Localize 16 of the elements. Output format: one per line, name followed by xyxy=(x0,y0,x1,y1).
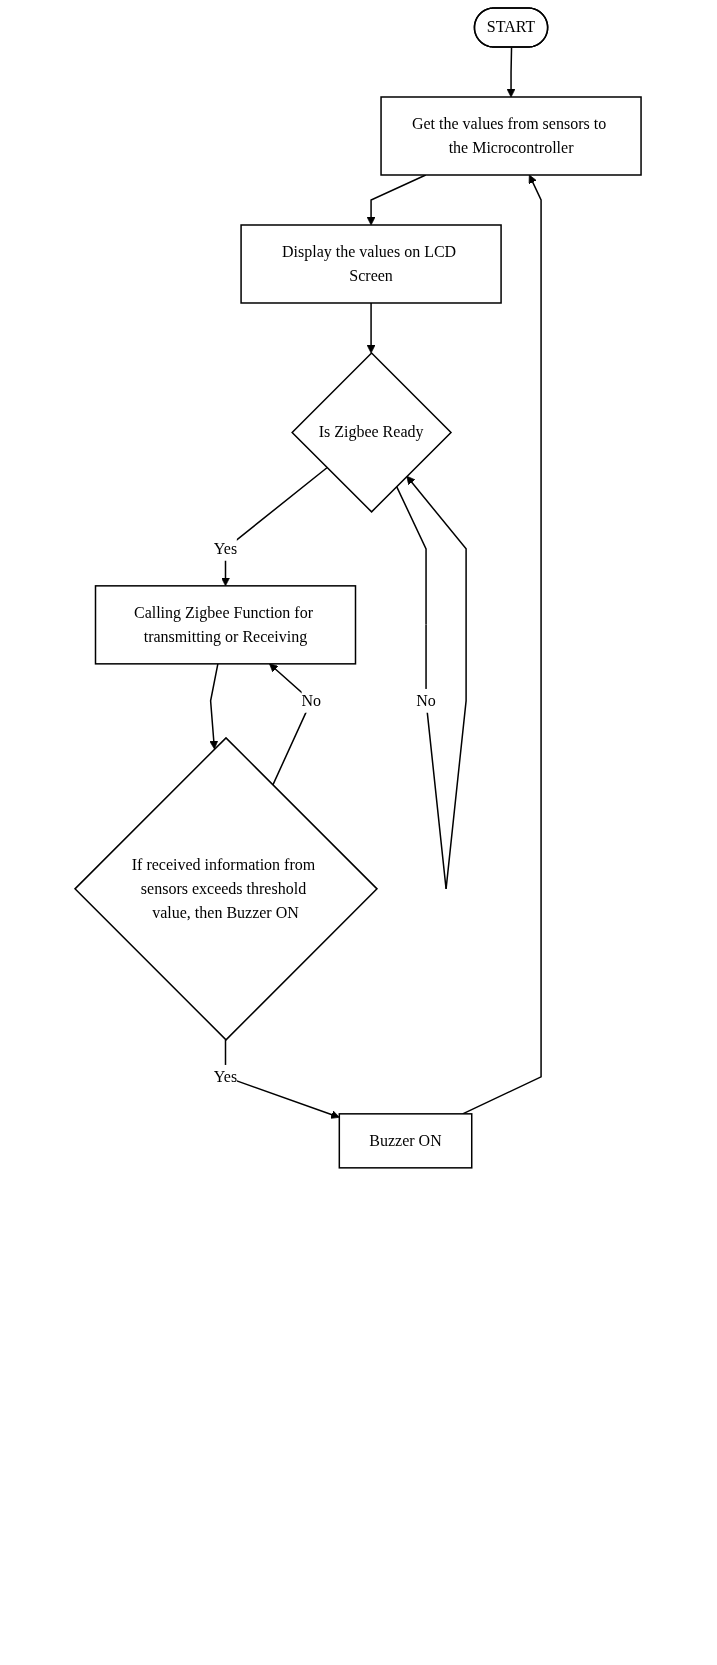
arrow xyxy=(221,466,329,587)
edge-label: Yes xyxy=(214,539,238,557)
edge-label: Yes xyxy=(214,1067,238,1085)
arrow xyxy=(367,302,376,354)
arrow xyxy=(209,663,220,750)
node-diamond: Is Zigbee Ready xyxy=(291,351,453,513)
arrow xyxy=(462,174,543,1115)
edge-label: No xyxy=(301,691,322,709)
node-box: Buzzer ON xyxy=(339,1113,473,1169)
node-box: Display the values on LCD Screen xyxy=(240,224,503,304)
arrow xyxy=(396,475,468,890)
node-diamond: If received information from sensors exceeds threshold value, then Buzzer ON xyxy=(74,736,379,1041)
node-box: Calling Zigbee Function for transmitting or Receiving xyxy=(95,585,357,665)
arrow xyxy=(507,46,516,98)
node-box: Get the values from sensors to the Microcontroller xyxy=(380,96,643,176)
edge-label: No xyxy=(416,691,437,709)
